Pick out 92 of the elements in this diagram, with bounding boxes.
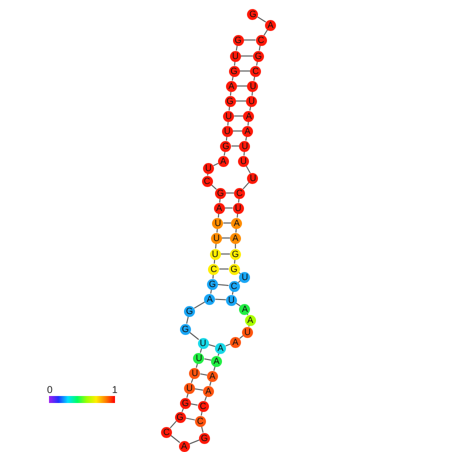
nucleotide-circle: G [230, 248, 241, 260]
nucleotide-circle: U [212, 218, 224, 228]
connector-line [186, 316, 189, 324]
nucleotide-circle: C [256, 34, 267, 46]
nucleotide-circle: U [246, 96, 258, 106]
nucleotide-circle: G [252, 50, 264, 62]
nucleotide-circle: G [215, 188, 226, 198]
nucleotide-circle: U [239, 140, 250, 152]
nucleotide-circle: U [198, 338, 208, 348]
nucleotide-circle: U [232, 202, 244, 214]
nucleotide-circle: A [214, 202, 225, 214]
nucleotide-circle: U [239, 272, 250, 282]
connector-line [226, 192, 234, 194]
connector-line [188, 440, 200, 444]
nucleotide-circle: A [178, 440, 190, 452]
nucleotide-circle: U [247, 80, 258, 92]
connector-line [234, 243, 236, 249]
nucleotide-circle: A [265, 20, 276, 30]
nucleotide-circle: U [222, 126, 233, 136]
connector-line [222, 222, 232, 224]
nucleotide-circle: U [189, 368, 200, 378]
nucleotide-circle: G [247, 8, 258, 20]
scale-label: 0 [47, 386, 53, 396]
connector-line [190, 403, 198, 406]
nucleotide-circle: A [202, 386, 214, 396]
nucleotide-circle: G [220, 140, 232, 152]
nucleotide-circle: A [230, 232, 241, 244]
nucleotide-circle: G [228, 264, 240, 274]
nucleotide-circle: C [161, 426, 172, 438]
nucleotide-circle: A [206, 370, 218, 382]
connector-line [242, 182, 250, 190]
nucleotide-circle: U [247, 172, 258, 184]
nucleotide-circle: C [198, 400, 208, 412]
nucleotide-circle: A [243, 110, 254, 122]
nucleotide-circle: U [238, 156, 249, 166]
nucleotide-circle: A [226, 80, 237, 92]
nucleotide-circle: G [174, 412, 186, 422]
nucleotide-circle: C [208, 264, 220, 274]
nucleotide-circle: G [184, 306, 195, 316]
connector-line [214, 298, 226, 300]
nucleotide-circle: A [230, 336, 241, 348]
connector-line [204, 358, 212, 361]
connector-line [228, 106, 230, 112]
connector-line [217, 284, 230, 286]
nucleotide-circle: C [194, 416, 206, 426]
nucleotide-circle: G [232, 34, 244, 46]
connector-line [246, 165, 251, 174]
connector-line [218, 268, 230, 270]
nucleotide-circle: G [198, 432, 210, 444]
nucleotide-circle: C [234, 188, 245, 198]
connector-line [170, 420, 177, 428]
nucleotide-circle: U [193, 352, 204, 364]
nucleotide-circle: G [224, 96, 236, 106]
nucleotide-circle: C [228, 280, 240, 292]
connector-line [225, 344, 231, 346]
nucleotide-circle: U [242, 326, 254, 338]
nucleotide-circle: U [184, 382, 195, 394]
nucleotide-circle: G [228, 66, 240, 76]
nucleotide-circle: A [215, 342, 226, 354]
connector-line [194, 301, 206, 309]
nucleotide-circle: U [202, 162, 214, 174]
connector-line [215, 242, 217, 250]
nucleotide-circle: A [244, 314, 256, 326]
connector-line [204, 396, 208, 402]
connector-line [184, 418, 196, 420]
nucleotide-circle: A [218, 156, 229, 166]
connector-line [239, 70, 251, 72]
scale-label: 1 [112, 386, 118, 396]
nucleotide-circle: G [206, 278, 218, 290]
nucleotide-circle: U [210, 248, 221, 260]
connector-line [189, 332, 200, 340]
nucleotide-circle: A [211, 356, 222, 366]
nucleotide-circle: A [242, 126, 254, 136]
connector-line [200, 373, 208, 376]
nucleotide-circle: A [204, 294, 216, 304]
nucleotide-circle: A [231, 218, 242, 228]
connector-line [170, 434, 180, 444]
nucleotide-circle: U [223, 110, 234, 122]
nucleotide-circle: C [202, 176, 213, 186]
connector-line [207, 172, 208, 176]
nucleotide-circle: C [250, 66, 262, 76]
connector-line [194, 388, 204, 391]
nucleotide-circle: U [226, 294, 237, 306]
nucleotide-circle: G [180, 398, 191, 408]
nucleotide-circle: U [211, 232, 222, 244]
connector-line [232, 130, 243, 132]
nucleotide-circle: G [180, 324, 191, 334]
connector-line [257, 16, 266, 23]
connector-line [212, 162, 219, 166]
nucleotide-circle: U [230, 50, 241, 62]
connector-line [235, 100, 247, 102]
nucleotide-circle: A [239, 304, 250, 314]
